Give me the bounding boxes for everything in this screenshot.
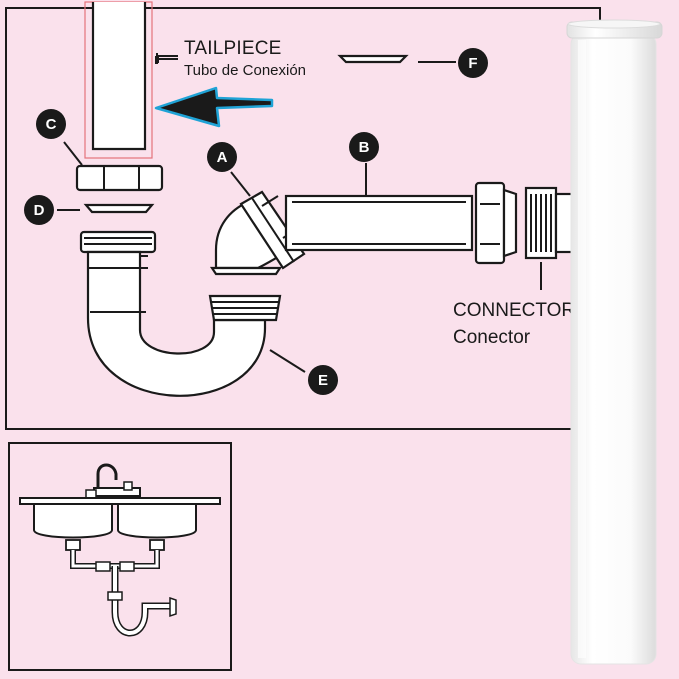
- part-b-drain-arm: [284, 181, 518, 265]
- part-f-washer: [337, 54, 409, 64]
- badge-c: C: [36, 109, 66, 139]
- double-sink-icon: [19, 463, 221, 637]
- part-a-leader: [230, 171, 251, 197]
- badge-e: E: [308, 365, 338, 395]
- svg-text:A: A: [217, 149, 228, 166]
- connector-label-spanish: Conector: [453, 327, 531, 348]
- badge-a: A: [207, 142, 237, 172]
- part-c-leader: [63, 141, 83, 166]
- part-c-slip-nut: [75, 164, 164, 192]
- tailpiece-outline: [84, 1, 153, 159]
- tailpiece-label-spanish: Tubo de Conexión: [184, 62, 306, 79]
- tailpiece-label: TAILPIECE: [184, 38, 282, 59]
- badge-d: D: [24, 195, 54, 225]
- connector-threaded-end: [524, 186, 574, 260]
- sink-inset-frame: [8, 442, 232, 671]
- left-arrow-icon: [154, 86, 274, 128]
- badge-f: F: [458, 48, 488, 78]
- svg-text:D: D: [34, 202, 45, 219]
- badge-b: B: [349, 132, 379, 162]
- svg-text:F: F: [468, 55, 477, 72]
- svg-text:B: B: [359, 139, 370, 156]
- part-e-p-trap: [79, 230, 282, 397]
- svg-text:E: E: [318, 372, 328, 389]
- svg-text:C: C: [46, 116, 57, 133]
- part-e-leader: [269, 349, 306, 373]
- part-d-washer: [83, 203, 155, 214]
- connector-label: CONNECTOR: [453, 300, 575, 321]
- tailpiece-pipe-photo: [566, 19, 663, 665]
